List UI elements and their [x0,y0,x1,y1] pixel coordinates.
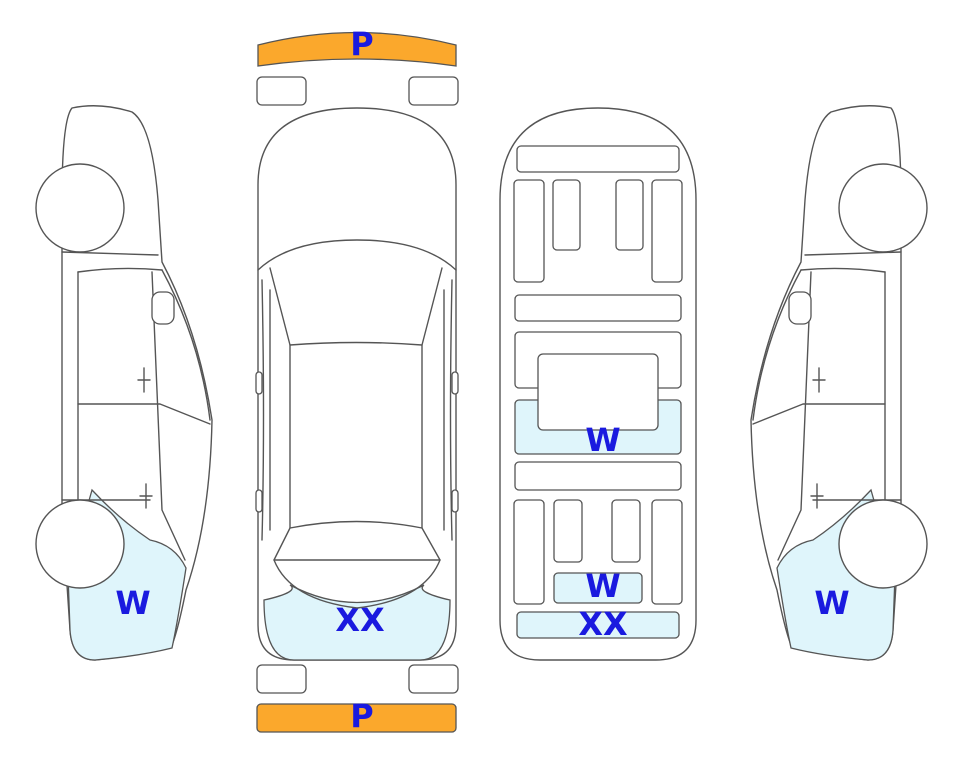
left-side-mirror[interactable] [151,291,175,325]
underside-rear-bumper-mark: XX [578,605,628,643]
underside-rear-bumper-damage[interactable] [516,611,680,639]
rear-right-tire-top[interactable] [408,664,459,694]
front-bumper-group[interactable]: P [257,25,457,67]
top-hood-line [257,239,457,271]
right-front-wheel[interactable] [838,163,928,253]
left-side-door-seam [77,403,211,425]
right-front-handle [812,367,826,393]
front-bumper[interactable] [257,31,457,67]
underside-center-pan[interactable] [537,353,659,431]
left-front-wheel[interactable] [35,163,125,253]
underside-front-right-rail[interactable] [651,179,683,283]
underside-rear-right-panel[interactable] [611,499,641,563]
right-side-pillar [777,271,812,561]
left-rear-wheel[interactable] [35,499,125,589]
underside-rear-left-rail[interactable] [513,499,545,605]
top-windshield [269,267,443,346]
right-rear-handle [810,483,824,509]
top-view: XX [255,107,459,661]
right-rear-wheel[interactable] [838,499,928,589]
underside-mid-crossmember[interactable] [514,294,682,322]
underside-rear-left-panel[interactable] [553,499,583,563]
left-side-window-top [77,267,163,273]
right-side-mirror[interactable] [788,291,812,325]
left-front-handle [137,367,151,393]
underside-front-crossmember[interactable] [516,145,680,173]
top-left-mirror[interactable] [255,371,263,395]
top-rear-bumper-mark: XX [335,601,385,639]
underside-view: W W XX [499,107,697,661]
left-rear-handle [139,483,153,509]
left-side-windshield [161,269,211,421]
right-side-window-top [800,267,886,273]
underside-front-left-panel[interactable] [552,179,581,251]
left-side-pillar [151,271,186,561]
left-rear-quarter-mark: W [115,584,150,622]
rear-bumper-mark: P [350,697,373,735]
right-rear-quarter-mark: W [814,584,849,622]
underside-rear-right-rail[interactable] [651,499,683,605]
left-side-view: W [35,105,213,661]
underside-middle-mark: W [585,421,620,459]
top-trunk-line [273,559,441,609]
top-right-handle [451,489,459,513]
top-rear-bumper-damage[interactable] [263,584,451,661]
top-view-body[interactable] [257,107,457,661]
front-right-tire-top[interactable] [408,76,459,106]
rear-bumper-group[interactable]: P [256,697,457,735]
front-left-tire-top[interactable] [256,76,307,106]
underside-rear-crossmember[interactable] [514,461,682,491]
top-left-handle [255,489,263,513]
right-side-door-seam [752,403,886,425]
underside-front-right-panel[interactable] [615,179,644,251]
front-bumper-mark: P [350,25,373,63]
right-side-view [750,105,928,661]
right-side-windshield [752,269,802,421]
rear-left-tire-top[interactable] [256,664,307,694]
underside-front-left-rail[interactable] [513,179,545,283]
top-left-pillar [261,279,271,541]
underside-rear-mark: W [585,567,620,605]
rear-bumper[interactable] [256,703,457,733]
underside-rear-damage[interactable] [553,572,643,604]
top-rear-window [273,520,441,561]
top-right-pillar [443,279,453,541]
top-right-mirror[interactable] [451,371,459,395]
